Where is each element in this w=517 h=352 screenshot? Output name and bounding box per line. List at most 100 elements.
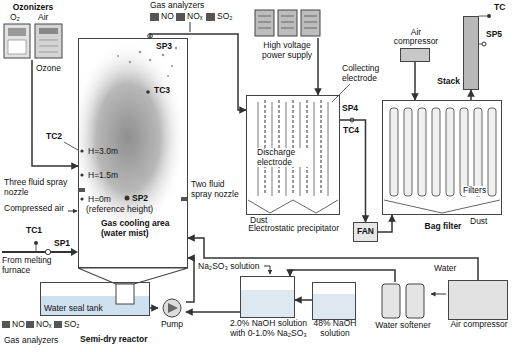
figure-part (281, 22, 294, 23)
figure-part (149, 59, 151, 61)
figure-part (79, 39, 186, 226)
power-supply: High voltage power supply (252, 6, 322, 38)
figure-part (35, 24, 62, 58)
figure-part (71, 248, 78, 256)
figure-part (146, 90, 150, 94)
figure-part (36, 245, 37, 251)
pipe-connector (414, 62, 416, 100)
figure-part (190, 22, 191, 32)
pump: Pump (158, 298, 186, 318)
figure-part (241, 290, 294, 317)
callout-label: SP5 (486, 30, 502, 40)
pump-symbol (163, 299, 181, 317)
figure-part (278, 10, 297, 36)
air-compressor: Air compressor (448, 280, 508, 320)
pipe-connector (32, 60, 78, 166)
stack: Stack (463, 16, 479, 90)
water-mist-plume (79, 39, 186, 226)
figure-part (181, 197, 188, 201)
figure-part (487, 14, 491, 18)
analyzer-icons-bottom (2, 321, 62, 328)
pipe-connector (295, 299, 312, 301)
figure-part (248, 200, 338, 213)
callout-label: H=1.5m (88, 171, 118, 181)
figure-part (313, 294, 355, 319)
callout-label: Na₂SO₃ solution (198, 262, 260, 272)
callout-label: H=0m (88, 195, 111, 205)
figure-part (258, 16, 271, 17)
figure-part (117, 55, 119, 57)
callout-label: Filters (462, 186, 487, 196)
equipment-label: FAN (357, 227, 374, 237)
callout-label: TC2 (46, 132, 62, 142)
figure-part (54, 321, 62, 328)
callout-label: SO₂ (217, 12, 233, 22)
figure-part (64, 142, 78, 150)
figure-part (68, 211, 77, 212)
figure-part (482, 42, 486, 46)
callout-label: Ozone (36, 64, 61, 74)
figure-part (129, 61, 131, 63)
precipitator-internals (248, 84, 354, 213)
callout-label: TC4 (343, 126, 359, 136)
equipment-label: Electrostatic precipitator (247, 224, 339, 234)
equipment-label: Stack (437, 77, 460, 87)
figure-part (255, 10, 274, 36)
callout-label: Compressed air (4, 204, 64, 214)
figure-part (474, 108, 482, 196)
equipment-label: Water seal tank (44, 304, 103, 314)
ozonizer-units (4, 24, 62, 58)
equipment-label: Pump (152, 320, 192, 330)
equipment-label: Gas cooling area (water mist) (101, 219, 183, 238)
analyzer-icons-top (150, 13, 215, 32)
figure-part (39, 28, 58, 34)
callout-label: SP3 (156, 42, 172, 52)
figure-part (328, 102, 329, 196)
equipment-label: Air compressor (444, 320, 514, 330)
figure-part (281, 28, 294, 29)
equipment-label: Bag filter (413, 222, 473, 232)
figure-part (390, 108, 398, 196)
callout-label: Collecting electrode (342, 64, 390, 83)
figure-part (432, 108, 440, 196)
figure-part (8, 28, 26, 36)
water-seal-tank: Water seal tank (40, 282, 150, 316)
callout-label: Discharge electrode (256, 148, 308, 167)
bag-filter: Bag filter (382, 100, 502, 215)
figure-part (78, 188, 85, 192)
pipe-connector (188, 238, 478, 280)
figure-part (304, 16, 317, 17)
callout-label: Air (38, 13, 48, 23)
figure-part (332, 84, 350, 102)
figure-part (404, 108, 412, 196)
figure-part (265, 100, 266, 194)
figure-part (301, 10, 320, 36)
callout-label: Dust (250, 216, 267, 226)
air-compressor: Air compressor (400, 48, 430, 62)
callout-label: NO (12, 320, 25, 330)
equipment-label: High voltage power supply (257, 41, 317, 60)
figure-part (321, 100, 322, 194)
figure-part (258, 22, 271, 23)
callout-label: Semi-dry reactor (80, 335, 148, 345)
callout-label: Dust (470, 217, 487, 227)
pipe-connector (317, 38, 319, 95)
figure-part (150, 13, 159, 21)
figure-part (446, 108, 454, 196)
figure-part (418, 108, 426, 196)
callout-label: (reference height) (86, 205, 153, 215)
figure-part (384, 200, 500, 213)
figure-part (314, 102, 315, 196)
callout-label: SO₂ (64, 320, 80, 330)
figure-part (460, 108, 468, 196)
figure-part (281, 16, 294, 17)
figure-part (39, 46, 58, 47)
callout-label: SP1 (54, 239, 70, 249)
figure-part (39, 52, 58, 53)
figure-part (26, 321, 34, 328)
figure-part (2, 321, 10, 328)
callout-label: TC3 (154, 86, 170, 96)
figure-part (307, 100, 308, 194)
callout-label: Gas analyzers (150, 1, 204, 11)
